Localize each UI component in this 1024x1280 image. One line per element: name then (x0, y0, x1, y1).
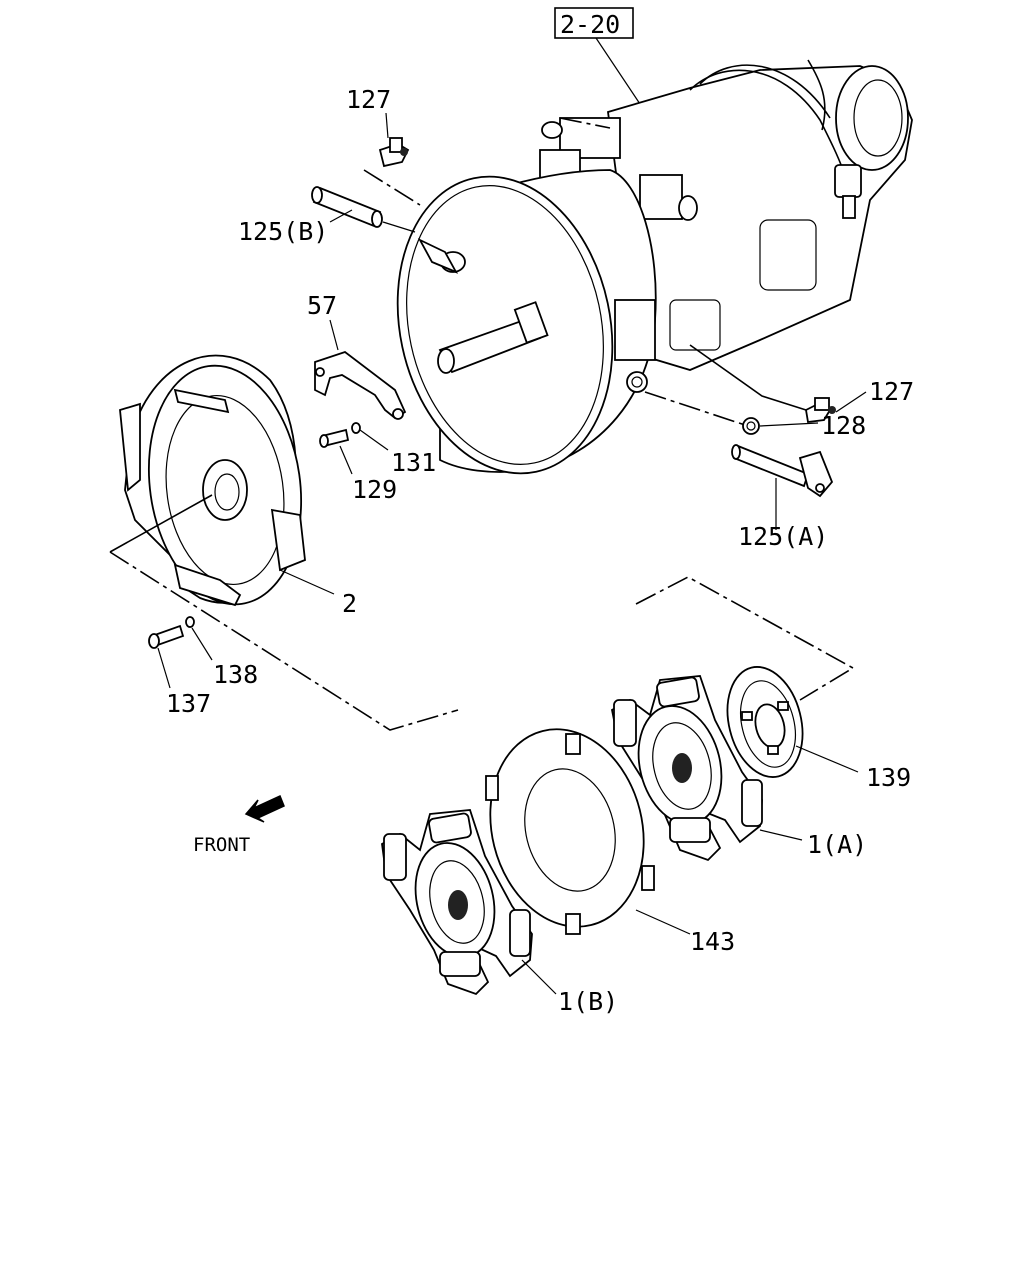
label-129: 129 (352, 475, 397, 504)
label-127-top: 127 (346, 85, 391, 114)
label-143: 143 (690, 927, 735, 956)
transmission-housing (396, 59, 913, 475)
label-127-right: 127 (869, 377, 914, 406)
label-1a: 1(A) (807, 830, 867, 859)
clutch-cover-2: 2 (109, 354, 459, 731)
cross-shaft-125b: 125(B) (238, 186, 416, 246)
release-fork-57: 57 (307, 291, 407, 420)
assembly-bracket (635, 576, 855, 701)
reference-box-label: 2-20 (560, 10, 620, 39)
reference-box: 2-20 (554, 7, 641, 105)
label-138: 138 (213, 660, 258, 689)
bolt-137-washer-138: 138 137 (148, 616, 258, 718)
front-direction-indicator: FRONT (193, 794, 285, 856)
intermediate-plate-143: 143 (485, 728, 735, 956)
front-label: FRONT (193, 834, 250, 856)
grease-fitting-127-top: 127 (346, 85, 421, 206)
grease-fitting-127-right: 127 (689, 344, 914, 424)
label-57: 57 (307, 291, 337, 320)
label-131: 131 (391, 448, 436, 477)
label-139: 139 (866, 763, 911, 792)
label-137: 137 (166, 689, 211, 718)
nut-128: 128 (644, 391, 866, 440)
label-1b: 1(B) (558, 987, 618, 1016)
label-128: 128 (821, 411, 866, 440)
clutch-disc-1b: 1(B) (381, 809, 618, 1016)
bolt-129-washer-131: 131 129 (319, 422, 436, 504)
cross-shaft-125a: 125(A) (731, 444, 834, 551)
front-arrow-icon (244, 794, 285, 823)
retainer-plate-139: 139 (726, 666, 911, 792)
label-2: 2 (342, 589, 357, 618)
label-125b: 125(B) (238, 217, 328, 246)
clutch-disc-1a: 1(A) (610, 675, 867, 862)
label-125a: 125(A) (738, 522, 828, 551)
